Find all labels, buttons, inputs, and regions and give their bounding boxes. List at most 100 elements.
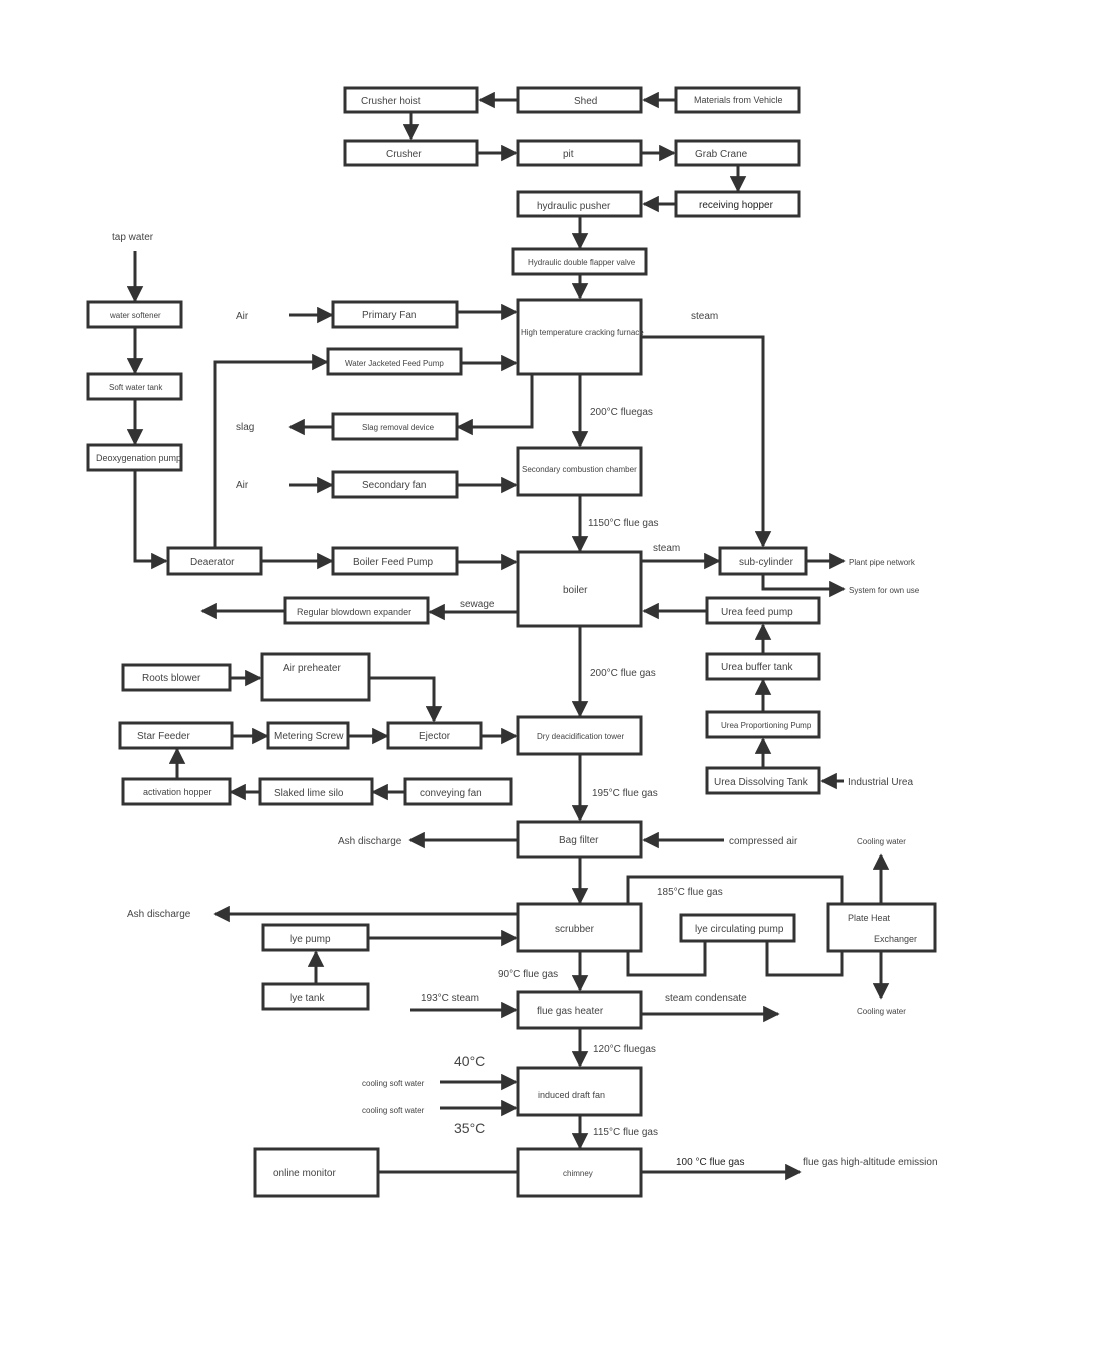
box-plate-heat-exchanger[interactable] xyxy=(826,902,937,953)
box-chimney[interactable] xyxy=(516,1147,643,1198)
label-ash-discharge-bag: Ash discharge xyxy=(338,836,402,847)
box-urea-dissolving-tank[interactable] xyxy=(705,766,821,795)
label-compressed-air: compressed air xyxy=(729,836,798,847)
node-cracking-furnace: High temperature cracking furnace xyxy=(521,328,644,337)
node-boiler: boiler xyxy=(563,585,588,596)
box-crusher[interactable] xyxy=(343,139,479,167)
label-temp-35: 35°C xyxy=(454,1120,485,1136)
box-urea-proportioning-pump[interactable] xyxy=(705,710,821,739)
box-hydraulic-pusher[interactable] xyxy=(516,190,643,218)
node-star-feeder: Star Feeder xyxy=(137,731,190,742)
arrow-subcylinder-to-ownuse xyxy=(761,574,846,598)
label-high-altitude-emission: flue gas high-altitude emission xyxy=(803,1157,938,1168)
node-lye-circulating-pump: lye circulating pump xyxy=(695,924,784,935)
node-plate-heat-exchanger-line2: Exchanger xyxy=(874,934,917,944)
box-deaerator[interactable] xyxy=(166,546,263,576)
node-slag-removal-device: Slag removal device xyxy=(362,423,435,432)
box-primary-fan[interactable] xyxy=(331,300,459,329)
node-flapper-valve: Hydraulic double flapper valve xyxy=(528,258,636,267)
box-conveying-fan[interactable] xyxy=(403,777,513,806)
box-dry-deacidification-tower[interactable] xyxy=(516,715,643,756)
node-urea-feed-pump: Urea feed pump xyxy=(721,607,793,618)
node-slaked-lime-silo: Slaked lime silo xyxy=(274,788,344,799)
node-lye-tank: lye tank xyxy=(290,993,325,1004)
box-flapper-valve[interactable] xyxy=(511,247,648,276)
box-secondary-combustion-chamber[interactable] xyxy=(516,446,643,497)
arrow-deaerator-to-jacketpump xyxy=(213,353,329,548)
node-boiler-feed-pump: Boiler Feed Pump xyxy=(353,557,433,568)
node-receiving-hopper: receiving hopper xyxy=(699,200,774,211)
node-bag-filter: Bag filter xyxy=(559,835,599,846)
box-activation-hopper[interactable] xyxy=(121,777,232,806)
box-scrubber[interactable] xyxy=(516,902,643,953)
node-crusher-hoist: Crusher hoist xyxy=(361,96,421,107)
label-fluegas-200-b: 200°C flue gas xyxy=(590,668,656,679)
label-steam-193: 193°C steam xyxy=(421,993,479,1004)
box-metering-screw[interactable] xyxy=(266,721,350,750)
box-water-jacketed-feed-pump[interactable] xyxy=(326,347,463,376)
box-lye-circulating-pump[interactable] xyxy=(679,913,796,943)
node-flue-gas-heater: flue gas heater xyxy=(537,1006,604,1017)
box-induced-draft-fan[interactable] xyxy=(516,1066,643,1117)
node-activation-hopper: activation hopper xyxy=(143,787,212,797)
box-labels: Crusher hoist Shed Materials from Vehicl… xyxy=(96,95,917,1179)
label-cooling-soft-water-2: cooling soft water xyxy=(362,1106,425,1115)
box-water-softener[interactable] xyxy=(86,300,183,329)
label-air-primary: Air xyxy=(236,311,249,322)
label-steam-furnace: steam xyxy=(691,311,718,322)
box-receiving-hopper[interactable] xyxy=(674,190,801,218)
box-lye-tank[interactable] xyxy=(261,982,370,1011)
box-flue-gas-heater[interactable] xyxy=(516,990,643,1030)
box-slag-removal-device[interactable] xyxy=(331,412,459,441)
box-online-monitor[interactable] xyxy=(253,1147,380,1198)
box-lye-pump[interactable] xyxy=(261,923,370,952)
box-sub-cylinder[interactable] xyxy=(718,546,808,576)
node-dry-deacidification-tower: Dry deacidification tower xyxy=(537,732,624,741)
arrow-furnace-to-slagremoval xyxy=(456,375,534,436)
label-fluegas-90: 90°C flue gas xyxy=(498,969,558,980)
label-slag: slag xyxy=(236,422,254,433)
box-star-feeder[interactable] xyxy=(118,721,234,750)
node-sub-cylinder: sub-cylinder xyxy=(739,557,794,568)
box-soft-water-tank[interactable] xyxy=(86,372,183,401)
label-fluegas-120: 120°C fluegas xyxy=(593,1044,656,1055)
label-steam-boiler: steam xyxy=(653,543,680,554)
box-ejector[interactable] xyxy=(386,721,483,750)
node-pit: pit xyxy=(563,149,574,160)
line-lyecircpump-to-exchanger xyxy=(765,942,844,977)
node-shed: Shed xyxy=(574,96,597,107)
box-urea-buffer-tank[interactable] xyxy=(705,652,821,681)
box-cracking-furnace[interactable] xyxy=(516,298,643,376)
box-materials-from-vehicle[interactable] xyxy=(674,86,801,114)
node-scrubber: scrubber xyxy=(555,924,595,935)
box-bag-filter[interactable] xyxy=(516,820,643,859)
box-air-preheater[interactable] xyxy=(260,652,371,702)
box-shed[interactable] xyxy=(516,86,643,114)
label-tap-water: tap water xyxy=(112,232,154,243)
box-crusher-hoist[interactable] xyxy=(343,86,479,114)
box-roots-blower[interactable] xyxy=(121,663,232,692)
box-slaked-lime-silo[interactable] xyxy=(258,777,374,806)
box-pit[interactable] xyxy=(516,139,643,167)
node-materials-from-vehicle: Materials from Vehicle xyxy=(694,95,783,105)
label-ash-discharge-scrubber: Ash discharge xyxy=(127,909,191,920)
box-deoxygenation-pump[interactable] xyxy=(86,443,183,472)
label-fluegas-195: 195°C flue gas xyxy=(592,788,658,799)
node-urea-buffer-tank: Urea buffer tank xyxy=(721,662,794,673)
box-secondary-fan[interactable] xyxy=(331,470,459,499)
node-secondary-combustion-chamber: Secondary combustion chamber xyxy=(522,465,637,474)
box-grab-crane[interactable] xyxy=(674,139,801,167)
node-deaerator: Deaerator xyxy=(190,557,235,568)
label-cooling-water-bottom: Cooling water xyxy=(857,1007,906,1016)
box-boiler-feed-pump[interactable] xyxy=(331,546,459,576)
arrow-preheater-to-ejector xyxy=(369,676,443,723)
node-soft-water-tank: Soft water tank xyxy=(109,383,163,392)
line-scrubber-to-lyecircpump xyxy=(626,942,707,977)
box-regular-blowdown-expander[interactable] xyxy=(283,596,430,625)
node-lye-pump: lye pump xyxy=(290,934,331,945)
box-urea-feed-pump[interactable] xyxy=(705,596,821,625)
box-boiler[interactable] xyxy=(516,550,643,628)
label-fluegas-115: 115°C flue gas xyxy=(593,1127,658,1138)
node-primary-fan: Primary Fan xyxy=(362,310,416,321)
